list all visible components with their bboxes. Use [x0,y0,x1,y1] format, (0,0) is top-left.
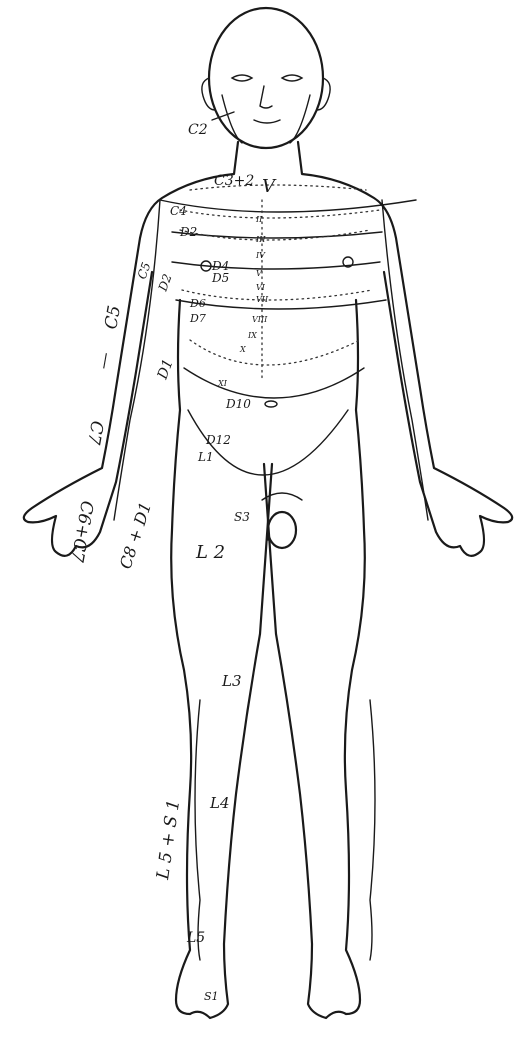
label-c2: C2 [188,122,208,138]
label-d2: D2 [179,225,197,239]
mouth [254,120,280,123]
c2-pointer [212,112,234,120]
rib-numeral-4: IV [255,251,266,260]
label-d10: D10 [225,397,251,411]
label-l5: L5 [186,930,205,946]
d6-band [176,300,386,309]
d4-band [172,262,380,269]
left-torso-arm-outline [24,142,238,556]
rib-dots-1 [180,210,380,218]
label-d5: D5 [211,271,229,285]
rib-numeral-2: II [255,215,263,224]
c2-face-line-right [290,95,310,143]
right-eye [282,75,302,81]
label-check: V [262,176,277,197]
label-l4: L4 [209,794,230,812]
rib-numeral-7: VII [256,295,269,304]
rib-numeral-6: VI [256,283,266,292]
arm-divider-right [382,200,428,520]
rib-numeral-9: IX [247,331,257,340]
right-leg-outline [264,300,365,1018]
l5-s1-divider-left [195,700,200,960]
d10-band [184,368,364,398]
label-l2: L 2 [195,542,225,563]
label-c8d1: C8 + D1 [116,500,155,572]
nose [260,86,272,108]
rib-numeral-8: VIII [252,315,268,324]
label-d12: D12 [205,433,231,447]
left-eye [232,75,252,81]
left-leg-outline [171,300,272,1018]
navel [265,401,277,407]
label-l1: L1 [197,450,214,464]
genital-outline [268,512,296,548]
rib-numeral-10: X [239,345,246,354]
head-outline [209,8,323,148]
label-l5s1: L 5 + S 1 [153,798,184,881]
label-s1: S1 [204,990,219,1003]
pubic-line [262,493,302,500]
label-d2-arm: D2 [155,272,174,294]
label-l3: L3 [221,672,242,690]
l5-s1-divider-right [370,700,375,960]
rib-dots-4 [190,340,360,365]
label-d7: D7 [189,312,206,325]
label-c6c7: C6+C7 [66,499,96,564]
label-d1: D1 [154,357,176,382]
label-c4: C4 [170,204,187,218]
rib-dots-3 [182,290,372,300]
label-c7: C7 [83,419,107,446]
label-s3: S3 [234,510,250,524]
rib-numeral-3: III [255,235,266,244]
label-dash: — [93,351,116,371]
right-torso-arm-outline [298,142,512,556]
label-c3c2: C3+2 [214,173,254,189]
c2-face-line-left [222,95,242,143]
label-d6: D6 [189,297,206,310]
rib-numeral-11: XI [217,379,228,388]
label-c5-side: C5 [101,304,125,331]
